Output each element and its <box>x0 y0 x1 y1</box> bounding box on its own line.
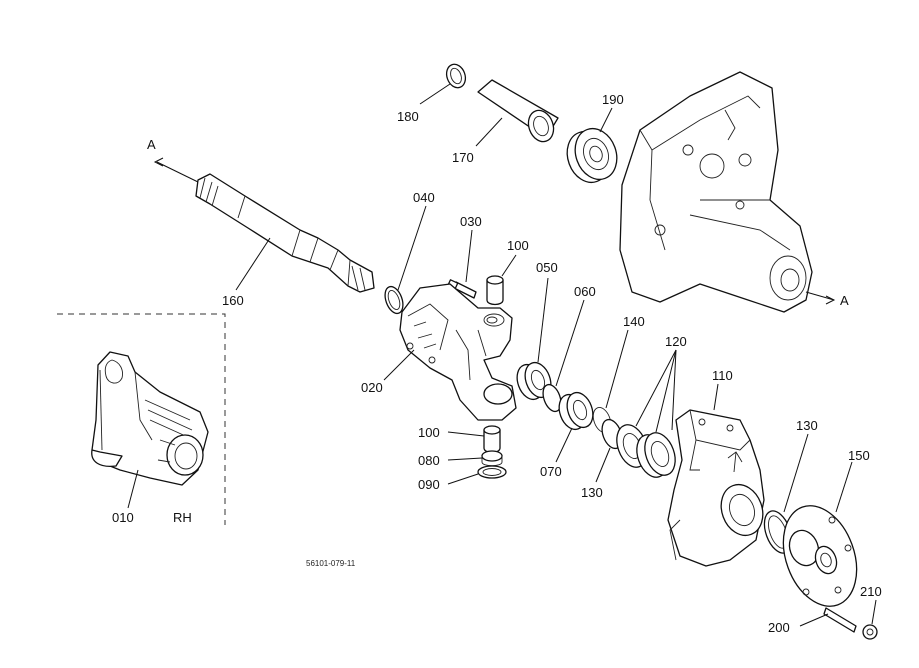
label-190: 190 <box>602 92 624 107</box>
label-050: 050 <box>536 260 558 275</box>
part-020-steering-case: 020 <box>361 283 517 421</box>
label-010: 010 <box>112 510 134 525</box>
label-160: 160 <box>222 293 244 308</box>
label-080: 080 <box>418 453 440 468</box>
part-090-o-ring: 090 <box>418 465 507 492</box>
part-160-shaft: A 160 <box>147 137 375 308</box>
section-mark-a-right: A <box>840 293 849 308</box>
inset-rh-housing: 010 RH <box>57 313 226 525</box>
label-100-top: 100 <box>507 238 529 253</box>
label-070: 070 <box>540 464 562 479</box>
part-080-collar: 080 <box>418 450 503 468</box>
part-110-knuckle-housing: 110 <box>667 368 765 567</box>
label-090: 090 <box>418 477 440 492</box>
part-120-bearings: 120 <box>616 334 687 478</box>
part-200-stud: 200 <box>768 607 857 635</box>
part-180-snap-ring: 180 <box>397 63 467 124</box>
label-130-right: 130 <box>796 418 818 433</box>
part-040-o-ring: 040 <box>384 190 435 315</box>
label-200: 200 <box>768 620 790 635</box>
part-210-nut: 210 <box>860 584 882 640</box>
label-150: 150 <box>848 448 870 463</box>
label-170: 170 <box>452 150 474 165</box>
section-mark-a-left: A <box>147 137 156 152</box>
label-rh: RH <box>173 510 192 525</box>
part-060-ring: 060 <box>542 284 596 413</box>
gear-case: A <box>619 71 849 313</box>
label-210: 210 <box>860 584 882 599</box>
part-070-bearing: 070 <box>540 391 594 479</box>
label-100-bottom: 100 <box>418 425 440 440</box>
label-040: 040 <box>413 190 435 205</box>
label-020: 020 <box>361 380 383 395</box>
label-140: 140 <box>623 314 645 329</box>
label-180: 180 <box>397 109 419 124</box>
drawing-code: 56101-079-11 <box>306 559 356 568</box>
label-060: 060 <box>574 284 596 299</box>
part-140-snap-ring: 140 <box>592 314 645 433</box>
label-130-left: 130 <box>581 485 603 500</box>
label-110: 110 <box>712 368 733 383</box>
part-050-bearing: 050 <box>516 260 558 401</box>
part-100-bushing-top: 100 <box>486 238 529 306</box>
part-100-bushing-bottom: 100 <box>418 425 501 454</box>
label-030: 030 <box>460 214 482 229</box>
part-150-hub-flange: 150 <box>782 448 870 607</box>
part-170-sleeve: 170 <box>452 79 559 165</box>
part-190-bearing: 190 <box>566 92 624 184</box>
label-120: 120 <box>665 334 687 349</box>
